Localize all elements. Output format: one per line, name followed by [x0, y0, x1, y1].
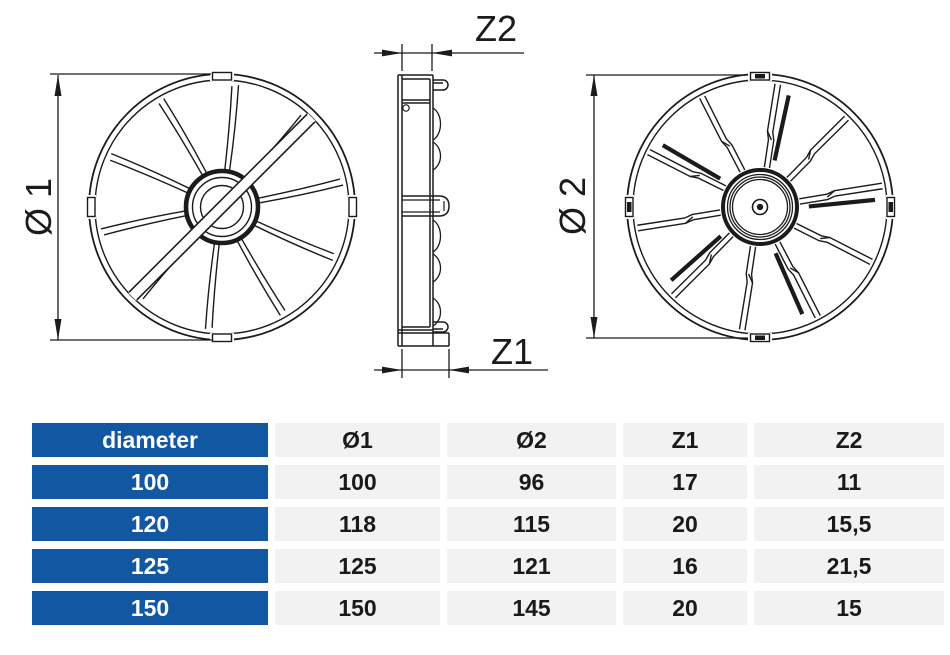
cell-z2: 15 — [754, 591, 944, 625]
row-label: 120 — [32, 507, 268, 541]
cell-z1: 20 — [623, 591, 747, 625]
row-label: 125 — [32, 549, 268, 583]
cell-d2: 96 — [447, 465, 616, 499]
side-view-drawing — [397, 74, 450, 347]
hub-screw-icon — [756, 203, 764, 211]
arrow-down-icon — [590, 317, 598, 338]
arrow-right-icon — [382, 366, 402, 374]
table-row: 100 100 96 17 11 — [32, 465, 944, 499]
cell-z1: 17 — [623, 465, 747, 499]
dim-diameter2 — [586, 74, 748, 339]
table-row: 125 125 121 16 21,5 — [32, 549, 944, 583]
cell-z2: 11 — [754, 465, 944, 499]
cell-z1: 16 — [623, 549, 747, 583]
hub-screw-boss — [751, 198, 769, 216]
dim-label-diameter1: Ø 1 — [18, 178, 59, 236]
arrow-up-icon — [590, 75, 598, 96]
cell-z1: 20 — [623, 507, 747, 541]
arrow-left-icon — [432, 49, 452, 57]
cell-d2: 121 — [447, 549, 616, 583]
column-header-d1: Ø1 — [275, 423, 440, 457]
side-bottom-hook — [433, 321, 449, 333]
column-header-d2: Ø2 — [447, 423, 616, 457]
dim-label-z1: Z1 — [491, 331, 533, 372]
cell-d1: 118 — [275, 507, 440, 541]
table-header-row: diameter Ø1 Ø2 Z1 Z2 — [32, 423, 944, 457]
cell-d1: 125 — [275, 549, 440, 583]
arrow-up-icon — [54, 75, 62, 96]
arrow-down-icon — [54, 319, 62, 340]
dim-z1 — [374, 349, 548, 378]
arrow-right-icon — [382, 49, 402, 57]
side-top-hook — [433, 79, 449, 91]
cell-d2: 115 — [447, 507, 616, 541]
dim-diameter1 — [50, 73, 212, 341]
dim-label-diameter2: Ø 2 — [552, 177, 593, 235]
side-hub-tab — [402, 195, 450, 217]
column-header-z2: Z2 — [754, 423, 944, 457]
arrow-left-icon — [449, 366, 469, 374]
front-view-drawing — [84, 69, 360, 345]
side-blade-profiles — [432, 107, 442, 327]
dim-z2 — [374, 44, 524, 71]
column-header-z1: Z1 — [623, 423, 747, 457]
table-row: 150 150 145 20 15 — [32, 591, 944, 625]
rear-view-drawing — [622, 69, 898, 345]
cell-d1: 150 — [275, 591, 440, 625]
row-label: 100 — [32, 465, 268, 499]
fan-technical-drawing: Ø 1 Z2 Z1 Ø 2 — [18, 8, 898, 378]
dimensions-table: diameter Ø1 Ø2 Z1 Z2 100 100 96 17 11 12… — [25, 415, 950, 633]
dim-label-z2: Z2 — [475, 8, 517, 49]
table-row: 120 118 115 20 15,5 — [32, 507, 944, 541]
cell-d2: 145 — [447, 591, 616, 625]
front-support-bar — [128, 113, 316, 301]
rear-hub — [721, 168, 799, 246]
cell-z2: 21,5 — [754, 549, 944, 583]
column-header-diameter: diameter — [32, 423, 268, 457]
cell-d1: 100 — [275, 465, 440, 499]
row-label: 150 — [32, 591, 268, 625]
dimension-annotations — [50, 44, 748, 378]
cell-z2: 15,5 — [754, 507, 944, 541]
